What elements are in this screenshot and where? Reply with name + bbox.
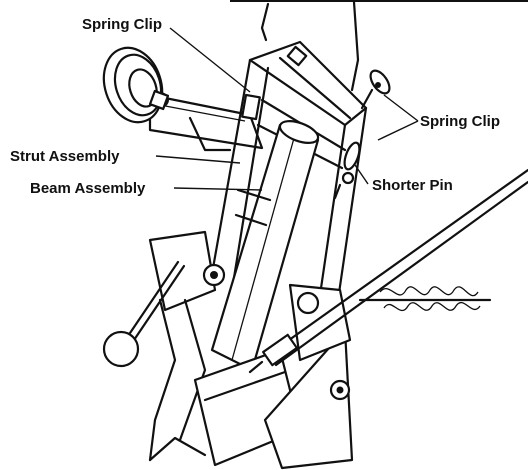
leader-spring-clip-right xyxy=(383,94,419,122)
pulley-assembly xyxy=(102,46,264,152)
label-spring-clip-right: Spring Clip xyxy=(420,113,500,130)
lower-mechanism xyxy=(148,230,354,470)
hanging-cable-left xyxy=(260,2,270,42)
leader-spring-clip-top xyxy=(169,27,251,93)
leader-shorter-pin xyxy=(354,164,369,185)
leader-strut-assembly xyxy=(155,155,241,164)
leader-spring-clip-right-2 xyxy=(377,120,419,141)
label-beam-assembly: Beam Assembly xyxy=(30,180,146,197)
leader-beam-assembly xyxy=(173,187,263,191)
beam-assembly xyxy=(210,120,320,372)
hanging-cable-right xyxy=(350,0,360,92)
label-spring-clip-top: Spring Clip xyxy=(82,16,162,33)
spring-clip-upper-right xyxy=(360,69,391,110)
control-rod-spring xyxy=(248,168,528,374)
label-strut-assembly: Strut Assembly xyxy=(10,148,120,165)
label-shorter-pin: Shorter Pin xyxy=(372,177,453,194)
handle-ball-knob xyxy=(102,260,186,368)
shorter-pin xyxy=(333,141,361,200)
